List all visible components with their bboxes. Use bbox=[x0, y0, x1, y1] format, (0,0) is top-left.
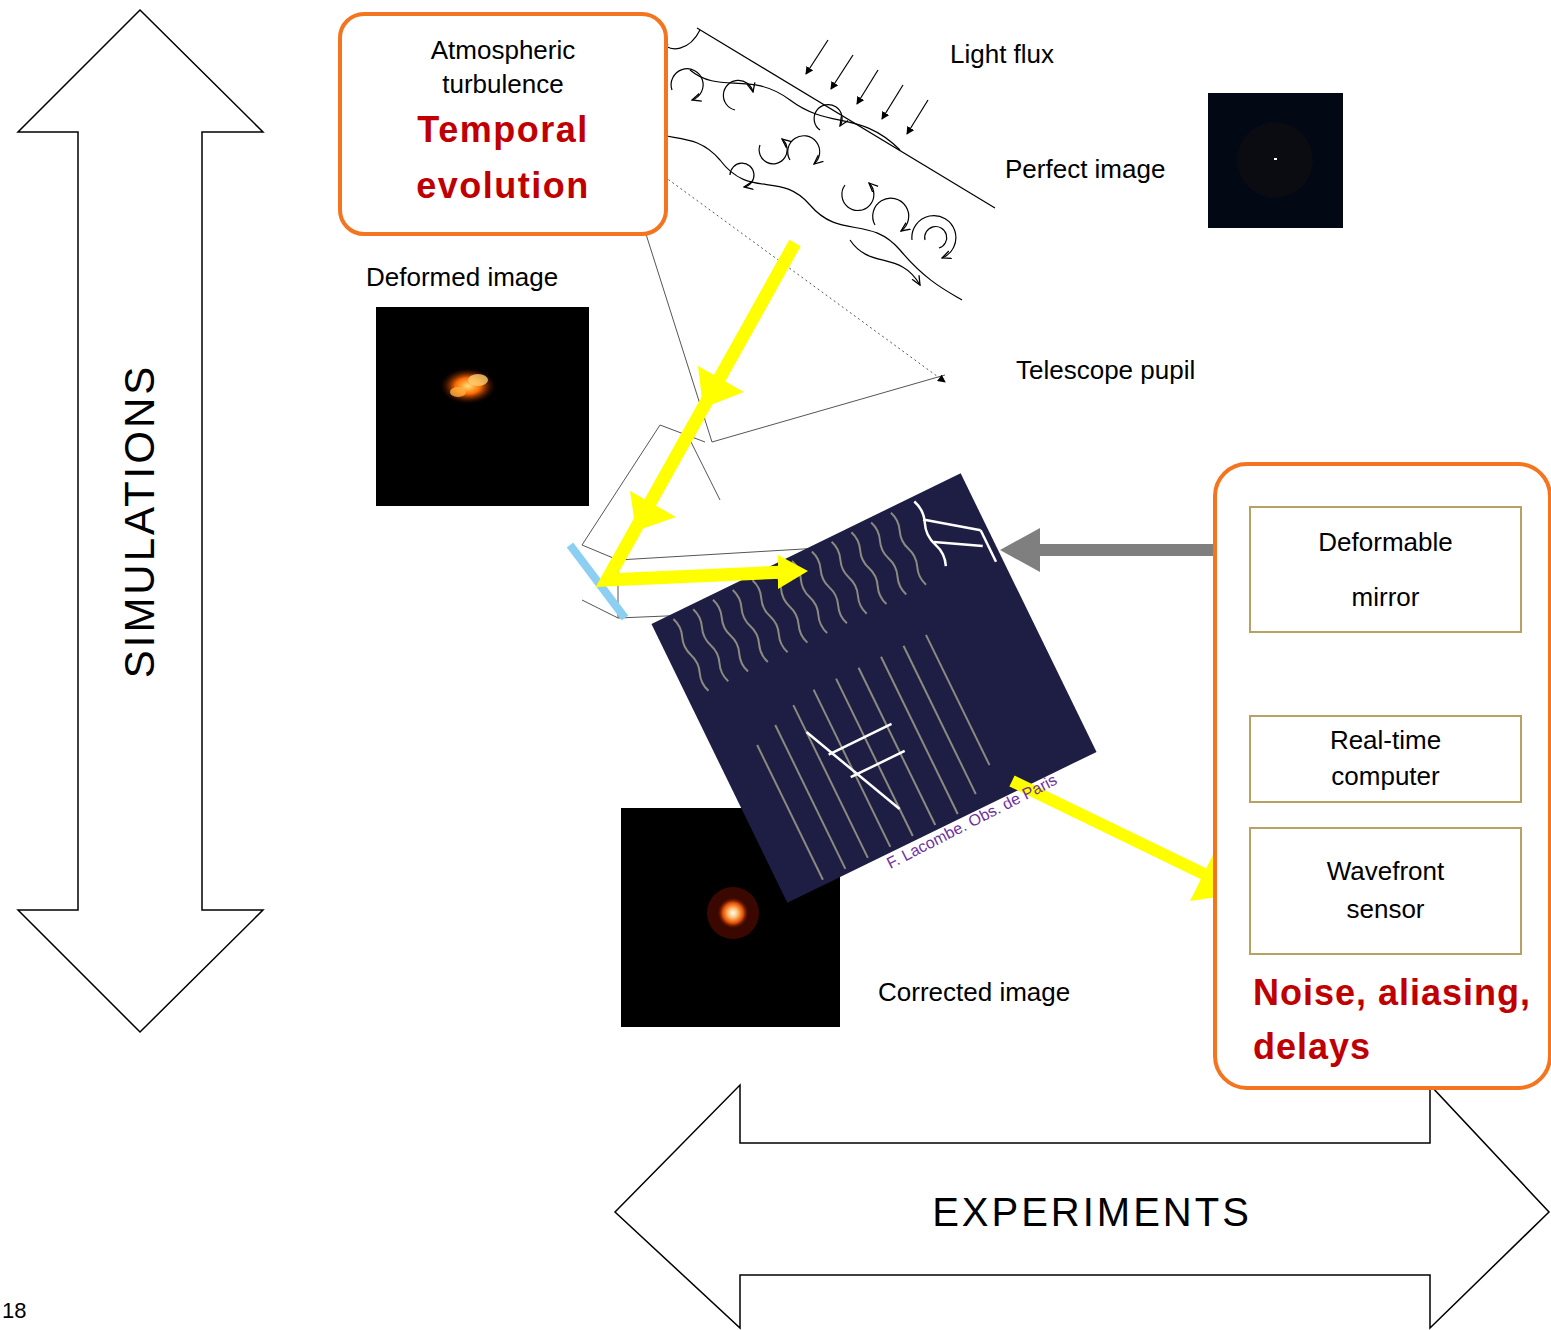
turbulence-drawing bbox=[759, 139, 787, 164]
turbulence-drawing bbox=[723, 80, 753, 110]
wavefront-panel bbox=[934, 523, 983, 564]
telescope-outline bbox=[690, 440, 720, 500]
deformed-image bbox=[376, 307, 589, 506]
highlight-note: Noise, aliasing, delays bbox=[1253, 966, 1548, 1074]
annotation: Light flux bbox=[950, 40, 1054, 70]
deformed-image bbox=[468, 374, 488, 386]
axis-label: SIMULATIONS bbox=[116, 364, 164, 679]
turbulence-drawing bbox=[912, 216, 956, 258]
box-label: Real-time computer bbox=[1286, 723, 1486, 795]
double-arrow bbox=[18, 10, 263, 1032]
wavefront-panel bbox=[912, 500, 948, 567]
process-box: Deformable mirror bbox=[1249, 506, 1522, 633]
light-ray bbox=[806, 40, 928, 134]
turbulence-drawing bbox=[671, 69, 703, 100]
light-ray bbox=[882, 85, 903, 119]
deformed-image bbox=[376, 307, 589, 506]
box-label: Wavefront sensor bbox=[1306, 853, 1466, 928]
wavefront-panel bbox=[926, 635, 990, 765]
telescope-outline bbox=[712, 375, 945, 442]
light-beam bbox=[607, 243, 795, 580]
annotation: Telescope pupil bbox=[1014, 356, 1197, 386]
wavefront-panel bbox=[736, 481, 1075, 831]
wavefront-panel bbox=[850, 531, 889, 605]
light-beam bbox=[698, 366, 744, 408]
wavefront-panel bbox=[851, 751, 905, 777]
wavefront-panel bbox=[731, 589, 770, 663]
axis-label: EXPERIMENTS bbox=[932, 1189, 1252, 1235]
box-title: Atmospheric turbulence bbox=[403, 34, 603, 102]
turbulence-drawing bbox=[814, 105, 842, 130]
wavefront-panel bbox=[711, 599, 750, 673]
wavefront-panel bbox=[775, 725, 845, 869]
wavefront-panel bbox=[672, 618, 711, 692]
process-box: Real-time computer bbox=[1249, 715, 1522, 803]
wavefront-panel bbox=[757, 745, 823, 880]
wavefront-panel bbox=[830, 541, 869, 615]
corrected-image bbox=[717, 897, 749, 929]
turbulence-drawing bbox=[842, 183, 874, 210]
corrected-image bbox=[707, 887, 759, 939]
command-arrow bbox=[1000, 528, 1040, 572]
perfect-image bbox=[1208, 93, 1343, 228]
annotation: Deformed image bbox=[366, 263, 558, 293]
wavefront-panel bbox=[651, 473, 1096, 902]
light-beam bbox=[607, 243, 1245, 901]
light-ray bbox=[857, 70, 878, 104]
turbulence-drawing bbox=[873, 198, 909, 231]
turbulence-drawing bbox=[625, 28, 995, 300]
light-ray bbox=[806, 40, 828, 74]
perfect-image bbox=[1274, 158, 1277, 160]
command-arrow bbox=[1000, 528, 1245, 572]
annotation: Corrected image bbox=[878, 978, 1070, 1008]
process-box: Noise, aliasing, delays Deformable mirror… bbox=[1213, 462, 1551, 1090]
deformed-image bbox=[450, 387, 466, 397]
turbulence-drawing bbox=[730, 163, 754, 187]
wavefront-panel bbox=[793, 705, 868, 858]
perfect-image bbox=[1208, 93, 1343, 228]
annotation: Perfect image bbox=[1005, 155, 1165, 185]
light-beam bbox=[630, 491, 676, 531]
turbulence-drawing bbox=[925, 227, 947, 248]
light-ray bbox=[831, 55, 853, 89]
process-box: Wavefront sensor bbox=[1249, 827, 1522, 955]
double-arrow bbox=[615, 1085, 1549, 1328]
turbulence-drawing bbox=[850, 240, 920, 285]
wavefront-panel bbox=[806, 710, 899, 831]
page-number: 18 bbox=[2, 1298, 26, 1323]
light-beam bbox=[778, 555, 808, 589]
wavefront-panel bbox=[981, 530, 996, 561]
wavefront-panel bbox=[869, 522, 908, 596]
wavefront-panel bbox=[829, 724, 892, 755]
turbulence-drawing bbox=[788, 136, 820, 164]
wavefront-panel bbox=[889, 512, 928, 586]
light-ray bbox=[907, 100, 928, 134]
process-box: Atmospheric turbulenceTemporal evolution bbox=[338, 12, 668, 236]
box-label: Deformable mirror bbox=[1306, 515, 1466, 624]
turbulence-drawing bbox=[625, 115, 962, 300]
wavefront-panel bbox=[651, 473, 1096, 902]
wavefront-panel bbox=[691, 608, 730, 682]
highlight-note: Temporal evolution bbox=[388, 102, 618, 214]
wavefront-panel bbox=[903, 646, 975, 794]
wavefront-panel bbox=[751, 579, 790, 653]
deformed-image bbox=[440, 368, 496, 404]
perfect-image bbox=[1237, 122, 1313, 198]
wavefront-panel bbox=[810, 551, 849, 625]
